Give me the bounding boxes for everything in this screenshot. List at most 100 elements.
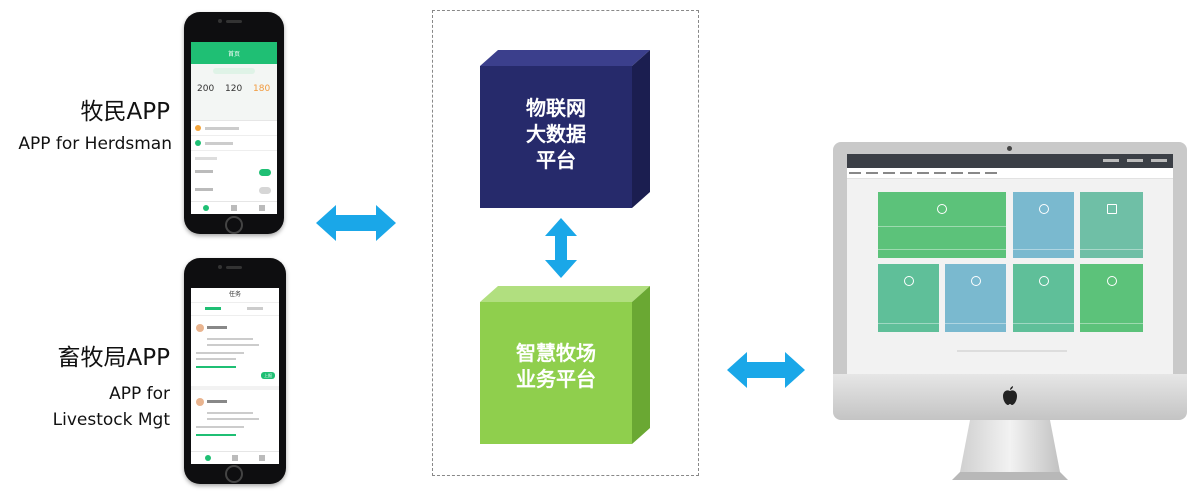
imac-chin xyxy=(833,374,1187,420)
herdsman-phone: 首页 200 120 180 xyxy=(184,12,284,234)
toggle-switch-on[interactable] xyxy=(259,169,271,176)
alert-icon xyxy=(195,125,201,131)
biz-line-1: 智慧牧场 xyxy=(516,341,596,365)
tab-active[interactable] xyxy=(205,307,221,310)
toggle-switch-off[interactable] xyxy=(259,187,271,194)
tile-footer xyxy=(945,323,1006,332)
phone-speaker xyxy=(226,20,242,23)
card-line xyxy=(196,426,244,428)
phone2-task-card-2[interactable] xyxy=(191,390,279,450)
tile-location[interactable] xyxy=(878,264,939,332)
phone1-stat-3: 180 xyxy=(253,84,271,94)
tile-footer xyxy=(1080,323,1143,332)
bureau-phone-screen: 任务 上报 xyxy=(191,288,279,464)
phone1-tab-bar xyxy=(191,201,277,214)
topbar-item[interactable] xyxy=(1151,159,1167,162)
business-platform-label: 智慧牧场 业务平台 xyxy=(480,340,632,392)
bureau-phone: 任务 上报 xyxy=(184,258,286,484)
profile-tab-icon[interactable] xyxy=(259,205,265,211)
home-tab-icon[interactable] xyxy=(203,205,209,211)
phone-speaker xyxy=(226,266,242,269)
tile-health[interactable] xyxy=(945,264,1006,332)
herdsman-app-subtitle: APP for Herdsman xyxy=(18,134,172,154)
row-text xyxy=(205,127,239,130)
profile-tab-icon[interactable] xyxy=(259,455,265,461)
task-tab-icon[interactable] xyxy=(205,455,211,461)
phone1-summary-card: 200 120 180 xyxy=(191,64,277,121)
pie-chart-icon xyxy=(1038,276,1049,286)
phone1-card-title xyxy=(213,68,255,74)
row-text xyxy=(195,188,213,191)
tooth-icon xyxy=(970,276,981,286)
phone-home-button xyxy=(225,216,243,234)
platform-container xyxy=(432,10,699,476)
row-text xyxy=(195,170,213,173)
dashboard-copyright xyxy=(957,350,1067,352)
row-text xyxy=(205,142,233,145)
report-button[interactable]: 上报 xyxy=(261,372,275,379)
tile-footer xyxy=(878,323,939,332)
progress-bar xyxy=(196,366,236,368)
double-arrow-icon-left xyxy=(316,205,396,241)
phone-camera xyxy=(218,19,222,23)
phone1-list-row-2[interactable] xyxy=(191,136,277,151)
tile-statistics[interactable] xyxy=(1013,264,1074,332)
phone2-tab-bar xyxy=(191,451,279,464)
card-line xyxy=(207,418,259,420)
list-tab-icon[interactable] xyxy=(232,455,238,461)
iot-line-3: 平台 xyxy=(536,148,576,172)
gear-icon xyxy=(1106,276,1117,286)
bureau-app-subtitle-line1: APP for xyxy=(109,384,170,404)
edit-icon xyxy=(937,204,947,214)
iot-line-1: 物联网 xyxy=(526,96,586,120)
phone1-header: 首页 xyxy=(191,42,277,64)
tile-stats-row xyxy=(878,226,1006,241)
bureau-app-title: 畜牧局APP xyxy=(57,345,170,371)
tile-records[interactable] xyxy=(1080,192,1143,258)
herdsman-phone-screen: 首页 200 120 180 xyxy=(191,42,277,214)
business-platform-box xyxy=(480,286,650,444)
phone1-stat-2: 120 xyxy=(225,84,243,94)
iot-line-2: 大数据 xyxy=(526,122,586,146)
phone1-toggle-row-2[interactable] xyxy=(191,183,277,201)
card-name xyxy=(207,326,227,329)
tile-overview[interactable] xyxy=(878,192,1006,258)
dashboard-topbar xyxy=(847,154,1173,168)
tile-footer xyxy=(878,249,1006,258)
phone1-list-row-1[interactable] xyxy=(191,121,277,136)
phone2-header: 任务 xyxy=(191,288,279,303)
list-tab-icon[interactable] xyxy=(231,205,237,211)
herdsman-app-title: 牧民APP xyxy=(80,99,170,125)
double-arrow-icon-right xyxy=(727,352,805,388)
tile-settings[interactable] xyxy=(1080,264,1143,332)
tile-footer xyxy=(1013,323,1074,332)
card-line xyxy=(207,338,253,340)
tile-footer xyxy=(1080,249,1143,258)
card-name xyxy=(207,400,227,403)
card-line xyxy=(207,412,253,414)
phone2-task-card-1[interactable]: 上报 xyxy=(191,316,279,390)
iot-platform-label: 物联网 大数据 平台 xyxy=(480,95,632,173)
double-arrow-icon-vertical xyxy=(545,218,577,278)
avatar xyxy=(196,398,204,406)
card-line xyxy=(196,352,244,354)
nav-menu-items[interactable] xyxy=(849,172,999,174)
status-icon xyxy=(195,140,201,146)
section-text xyxy=(195,157,217,160)
dashboard-nav xyxy=(847,168,1173,179)
phone-camera xyxy=(218,265,222,269)
tile-livestock[interactable] xyxy=(1013,192,1074,258)
apple-logo-icon xyxy=(1003,386,1017,405)
iot-platform-box xyxy=(480,50,650,208)
animal-icon xyxy=(1038,204,1049,214)
tile-footer xyxy=(1013,249,1074,258)
imac-stand xyxy=(952,420,1068,480)
phone1-toggle-row-1[interactable] xyxy=(191,165,277,183)
location-icon xyxy=(903,276,914,286)
tab-inactive[interactable] xyxy=(247,307,263,310)
imac-camera xyxy=(1007,146,1012,151)
avatar xyxy=(196,324,204,332)
topbar-item[interactable] xyxy=(1127,159,1143,162)
imac-bezel xyxy=(833,142,1187,374)
topbar-item[interactable] xyxy=(1103,159,1119,162)
